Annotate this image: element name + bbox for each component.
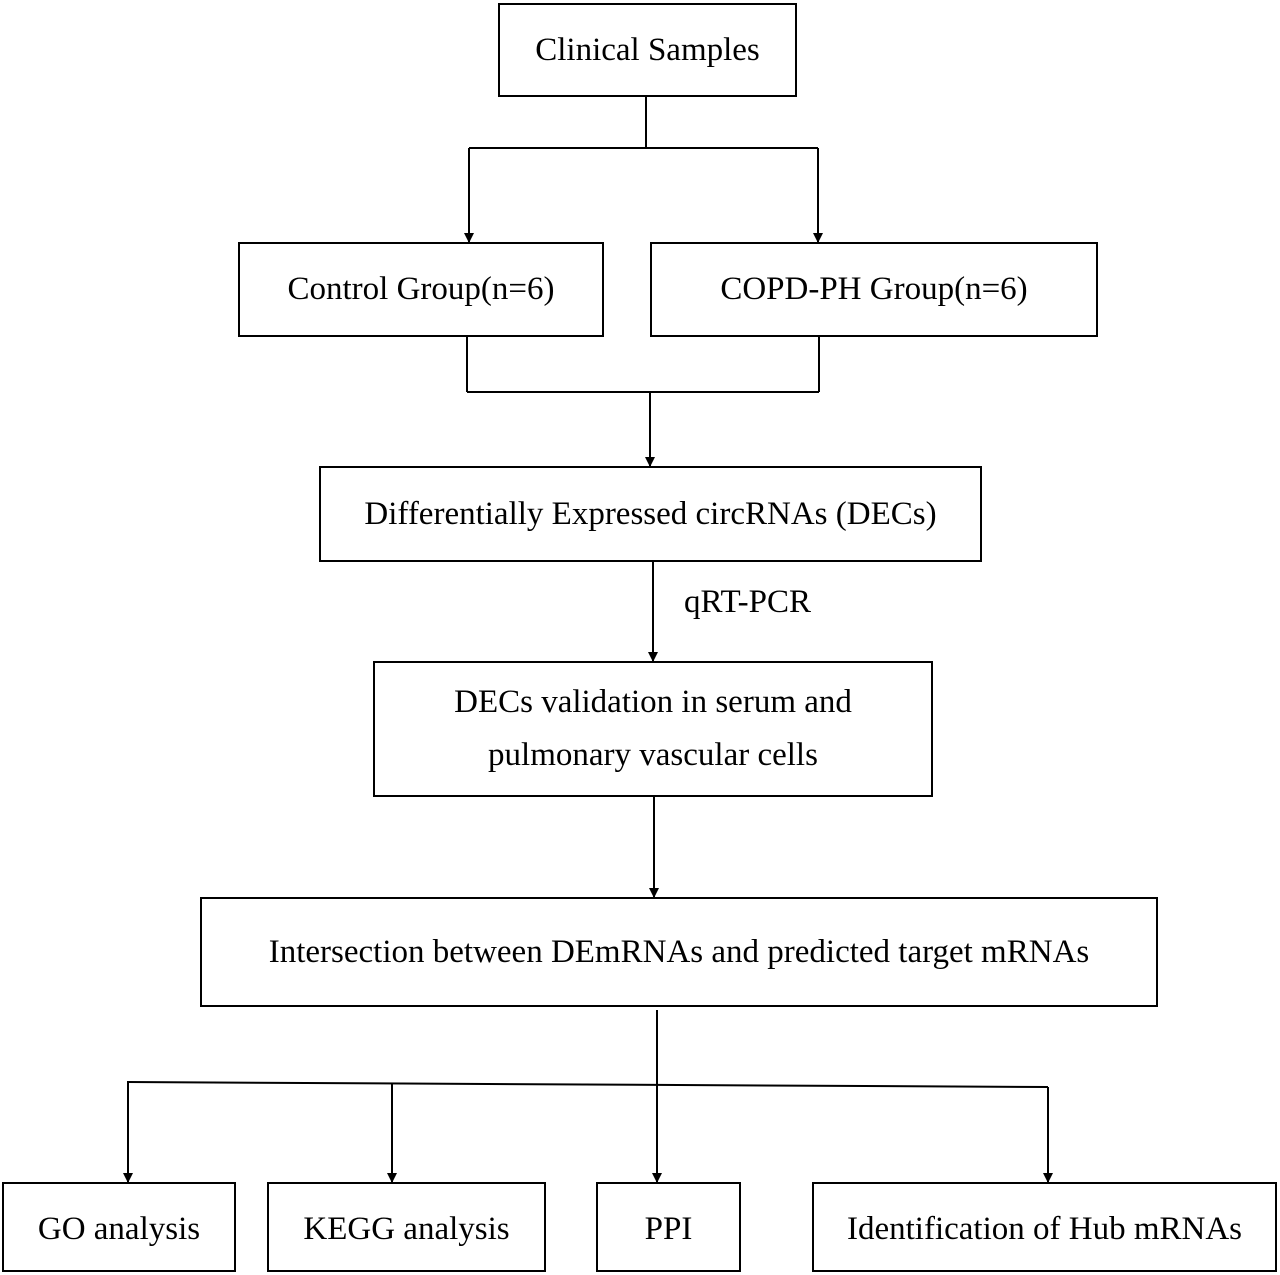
node-clinical-samples: Clinical Samples xyxy=(498,3,797,97)
node-kegg-analysis-label: KEGG analysis xyxy=(303,1211,510,1248)
node-control-group: Control Group(n=6) xyxy=(238,242,604,337)
node-go-analysis-label: GO analysis xyxy=(37,1211,201,1248)
node-hub-mrnas: Identification of Hub mRNAs xyxy=(812,1182,1277,1272)
node-hub-mrnas-label: Identification of Hub mRNAs xyxy=(846,1211,1243,1248)
node-go-analysis: GO analysis xyxy=(2,1182,236,1272)
node-decs: Differentially Expressed circRNAs (DECs) xyxy=(319,466,982,562)
node-validation-label-line2: pulmonary vascular cells xyxy=(488,737,818,773)
node-validation: DECs validation in serum and pulmonary v… xyxy=(373,661,933,797)
node-validation-label-line1: DECs validation in serum and xyxy=(454,684,852,721)
node-copd-ph-group: COPD-PH Group(n=6) xyxy=(650,242,1098,337)
node-ppi: PPI xyxy=(596,1182,741,1272)
edge-label-qrt-pcr: qRT-PCR xyxy=(684,584,812,620)
node-decs-label: Differentially Expressed circRNAs (DECs) xyxy=(364,495,937,532)
node-control-group-label: Control Group(n=6) xyxy=(287,271,555,308)
node-clinical-samples-label: Clinical Samples xyxy=(535,31,760,68)
node-copd-ph-group-label: COPD-PH Group(n=6) xyxy=(720,271,1028,308)
node-kegg-analysis: KEGG analysis xyxy=(267,1182,546,1272)
connector-analyses-split xyxy=(126,1081,1049,1088)
node-ppi-label: PPI xyxy=(644,1211,693,1248)
node-intersection-label: Intersection between DEmRNAs and predict… xyxy=(268,933,1090,970)
node-intersection: Intersection between DEmRNAs and predict… xyxy=(200,897,1158,1007)
